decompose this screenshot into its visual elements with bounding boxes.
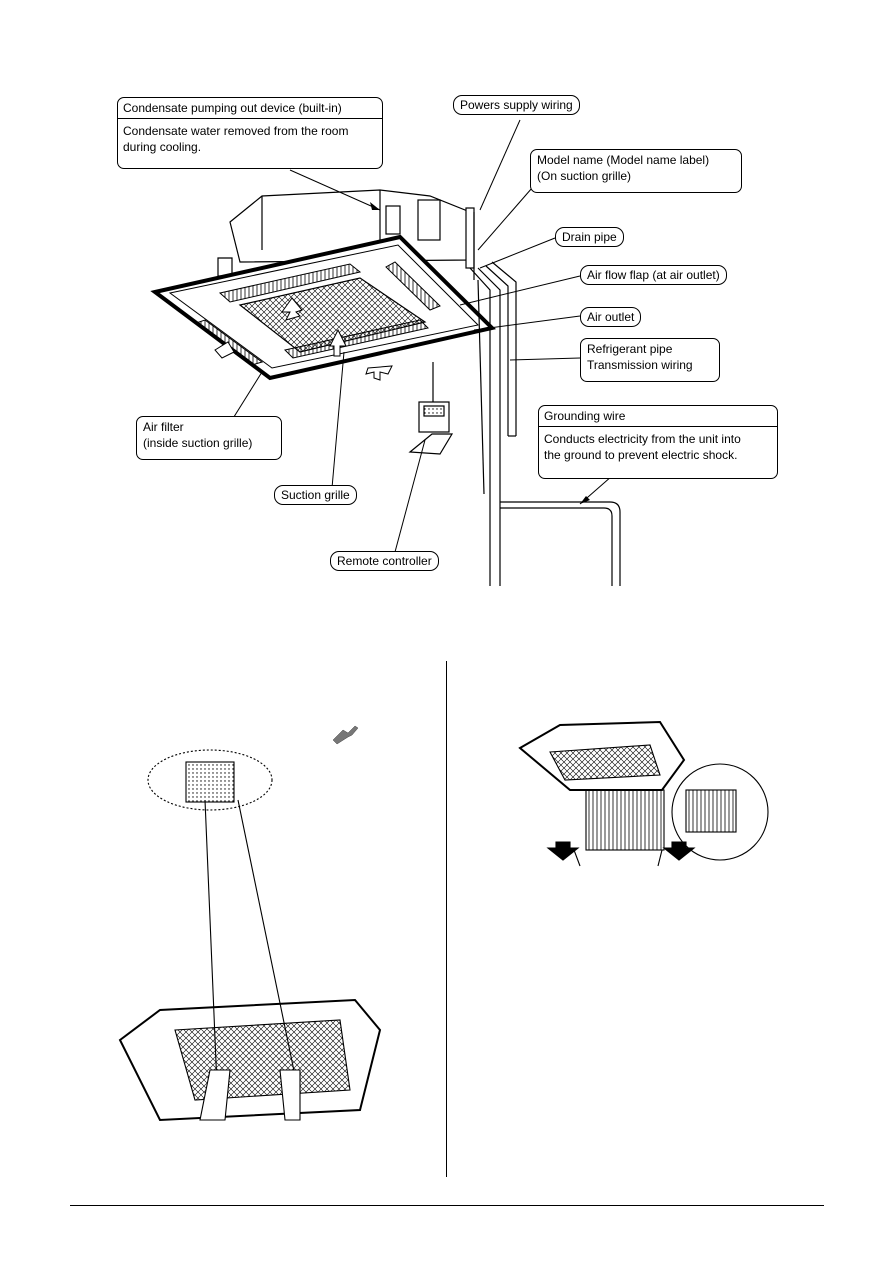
model-name-label: Model name (Model name label) (On suctio… — [530, 149, 742, 193]
pipes-and-wiring — [465, 207, 621, 586]
air-filter-label: Air filter (inside suction grille) — [136, 416, 282, 460]
air-outlet-text: Air outlet — [587, 310, 635, 324]
air-flow-flap-label: Air flow flap (at air outlet) — [580, 265, 727, 285]
leader-lines — [231, 119, 613, 553]
remote-controller-label: Remote controller — [330, 551, 439, 571]
filter-removal-illustration-left — [118, 749, 382, 1122]
condensate-description: Condensate water removed from the room d… — [123, 124, 349, 154]
wrench-icon — [332, 725, 359, 745]
power-supply-wiring-label: Powers supply wiring — [453, 95, 580, 115]
air-filter-text: Air filter (inside suction grille) — [143, 420, 253, 450]
decoration-panel — [150, 234, 497, 381]
footer-rule — [70, 1205, 824, 1206]
grounding-title: Grounding wire — [539, 406, 777, 427]
air-flow-flap-text: Air flow flap (at air outlet) — [587, 268, 720, 282]
remote-controller-drawing — [408, 362, 454, 455]
grounding-wire-label: Grounding wire Conducts electricity from… — [538, 405, 778, 479]
column-divider — [446, 661, 447, 1177]
grounding-description: Conducts electricity from the unit into … — [544, 432, 741, 462]
refrigerant-pipe-label: Refrigerant pipe Transmission wiring — [580, 338, 720, 382]
indoor-unit-body — [217, 189, 471, 277]
suction-grille-label: Suction grille — [274, 485, 357, 505]
model-name-text: Model name (Model name label) (On suctio… — [537, 153, 710, 183]
suction-grille-text: Suction grille — [281, 488, 350, 502]
leader-arrowheads — [370, 202, 590, 504]
drain-pipe-label: Drain pipe — [555, 227, 624, 247]
remote-controller-text: Remote controller — [337, 554, 432, 568]
refrigerant-pipe-text: Refrigerant pipe Transmission wiring — [587, 342, 693, 372]
condensate-title: Condensate pumping out device (built-in) — [118, 98, 382, 119]
filter-removal-illustration-right — [518, 720, 769, 867]
drain-pipe-text: Drain pipe — [562, 230, 617, 244]
power-supply-wiring-text: Powers supply wiring — [460, 98, 573, 112]
air-outlet-label: Air outlet — [580, 307, 642, 327]
condensate-pumping-label: Condensate pumping out device (built-in)… — [117, 97, 383, 169]
